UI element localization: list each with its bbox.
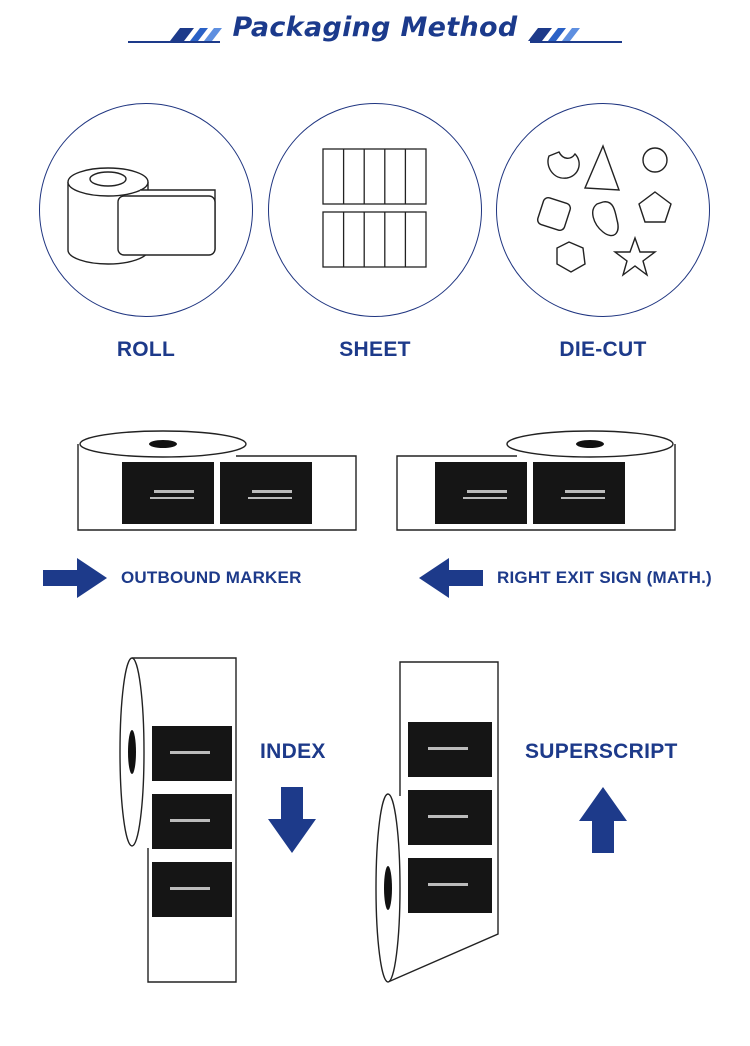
roll-icon [67,167,216,265]
header-stripes-left-icon [128,24,224,46]
arrow-down-icon [268,787,316,853]
arrow-right-icon [43,558,109,598]
sheet-icon [322,148,427,268]
roll-label: ROLL [116,338,176,361]
sheet-label: SHEET [339,338,411,361]
roll-option[interactable] [39,103,253,317]
roll-outbound-image [76,428,360,538]
die-cut-shapes-icon [536,144,672,277]
roll-right-exit-image [395,428,679,538]
page-title: Packaging Method [232,12,518,43]
sheet-option[interactable] [268,103,482,317]
arrow-left-icon [417,558,483,598]
superscript-label: SUPERSCRIPT [525,740,678,763]
die-cut-option[interactable] [496,103,710,317]
roll-index-image [118,652,246,986]
index-label: INDEX [260,740,326,763]
arrow-up-icon [579,787,627,853]
roll-superscript-image [374,658,502,992]
right-exit-label: RIGHT EXIT SIGN (MATH.) [497,568,712,587]
header-stripes-right-icon [526,24,622,46]
die-cut-label: DIE-CUT [559,338,647,361]
outbound-label: OUTBOUND MARKER [121,568,302,587]
